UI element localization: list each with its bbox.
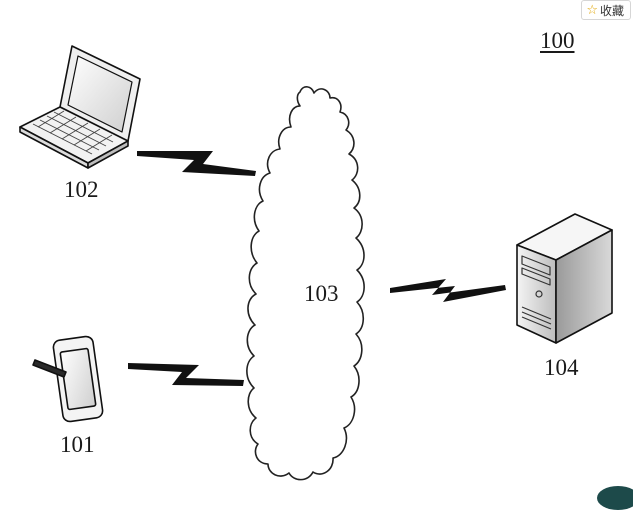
laptop-label: 102 (64, 177, 99, 202)
cloud-icon (246, 86, 365, 481)
floating-corner-widget[interactable] (597, 486, 633, 510)
favorite-button[interactable]: ☆ 收藏 (581, 0, 631, 20)
figure-number: 100 (540, 28, 575, 53)
diagram-drawing (19, 45, 613, 481)
laptop-icon (19, 45, 141, 169)
server-label: 104 (544, 355, 579, 380)
star-icon: ☆ (586, 2, 598, 18)
favorite-button-label: 收藏 (599, 3, 624, 18)
network-label: 103 (304, 281, 339, 306)
mobile-phone-icon (32, 335, 104, 423)
mobile-label: 101 (60, 432, 95, 457)
network-diagram: 100 102 103 104 101 (19, 28, 613, 481)
wireless-link-102-103 (137, 151, 256, 176)
wireless-link-103-104 (390, 279, 506, 302)
server-icon (516, 213, 613, 344)
wireless-link-101-103 (128, 363, 244, 386)
